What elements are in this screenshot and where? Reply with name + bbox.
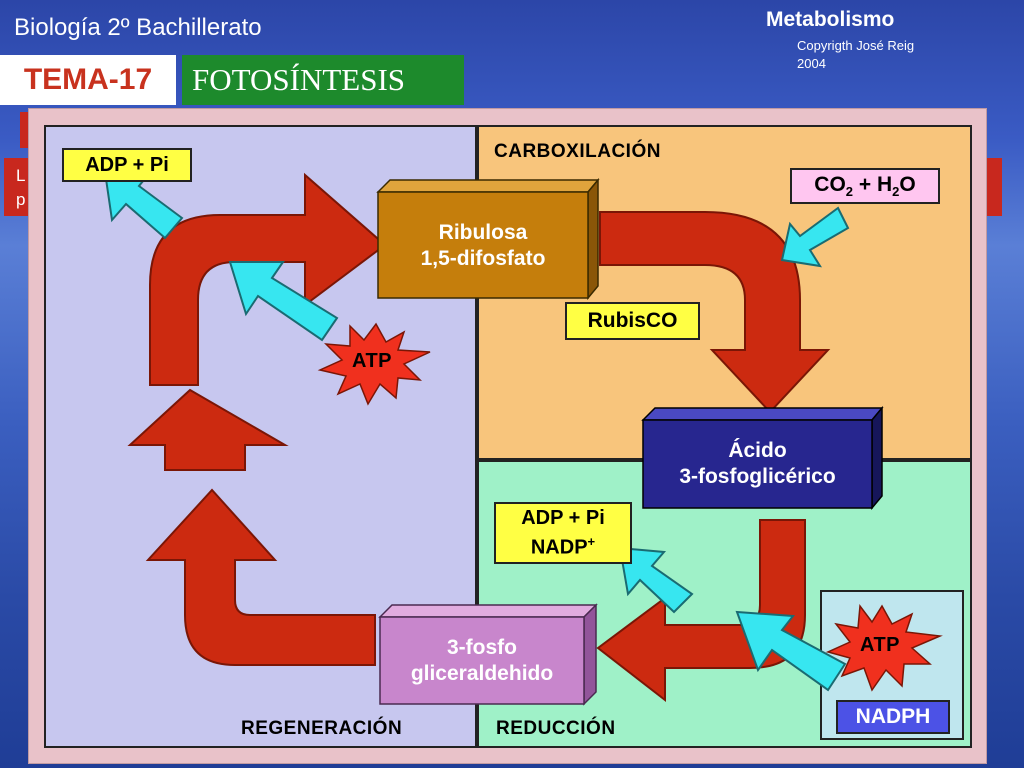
co2-h2o-box: CO2 + H2O [790, 168, 940, 204]
ribulose-line2: 1,5-difosfato [420, 247, 546, 270]
partial-text-line1: L [16, 166, 26, 185]
subject-title: Metabolismo [766, 8, 895, 31]
ribulose-block-top [376, 179, 600, 193]
ribulose-label: Ribulosa 1,5-difosfato [378, 220, 588, 272]
tema-badge: TEMA-17 [0, 55, 176, 105]
copyright: Copyrigth José Reig 2004 [797, 37, 967, 73]
rubisco-box: RubisCO [565, 302, 700, 340]
red-arrow-regen-top [149, 172, 387, 386]
cyan-arrow-atp-left [228, 261, 339, 342]
ribulose-line1: Ribulosa [438, 221, 528, 244]
adp-pi-bottom-text: ADP + Pi [521, 507, 605, 530]
red-arrow-regen-bottom [145, 488, 376, 666]
pga-label: Ácido 3-fosfoglicérico [643, 438, 872, 490]
slide-text-strip-right [982, 158, 1002, 216]
adp-pi-top-text: ADP + Pi [85, 154, 169, 176]
starburst-atp-left [317, 322, 431, 406]
g3p-label: 3-fosfo gliceraldehido [380, 635, 584, 687]
red-arrow-regen-mid [127, 388, 289, 471]
nadph-text: NADPH [855, 705, 931, 728]
pga-block-side [871, 405, 883, 511]
red-arrow-carboxylation [599, 211, 831, 414]
pga-line2: 3-fosfoglicérico [679, 465, 836, 488]
cyan-arrow-adp-top [103, 168, 184, 240]
atp-left-label: ATP [352, 350, 393, 372]
pga-block-top [641, 407, 884, 421]
phase-carboxylation: CARBOXILACIÓN [494, 141, 661, 162]
g3p-line2: gliceraldehido [410, 662, 554, 685]
phase-reduction: REDUCCIÓN [496, 718, 616, 739]
nadp-text: NADP+ [530, 534, 596, 559]
cyan-arrow-co2 [780, 206, 850, 268]
adp-nadp-bottom-box: ADP + Pi NADP+ [494, 502, 632, 564]
co2-h2o-text: CO2 + H2O [814, 172, 916, 200]
g3p-block-top [378, 604, 598, 618]
ribulose-block-side [587, 177, 599, 301]
tema-title: FOTOSÍNTESIS [182, 55, 464, 105]
g3p-line1: 3-fosfo [447, 636, 517, 659]
g3p-block-side [583, 603, 597, 706]
rubisco-text: RubisCO [587, 309, 678, 332]
starburst-atp-right [825, 603, 943, 692]
g3p-block-face [379, 616, 585, 705]
partial-text-line2: p [16, 190, 26, 209]
pga-line1: Ácido [728, 439, 787, 462]
copyright-line2: 2004 [797, 56, 826, 71]
pga-block-face [642, 419, 873, 509]
phase-regeneration: REGENERACIÓN [241, 718, 403, 739]
cyan-arrow-atp-right [735, 610, 847, 692]
adp-pi-top-box: ADP + Pi [62, 148, 192, 182]
course-title: Biología 2º Bachillerato [14, 14, 262, 41]
nadph-box: NADPH [836, 700, 950, 734]
copyright-line1: Copyrigth José Reig [797, 38, 915, 53]
ribulose-block-face [377, 191, 589, 299]
cyan-arrow-adp-bottom [618, 546, 694, 614]
atp-right-label: ATP [860, 634, 901, 656]
